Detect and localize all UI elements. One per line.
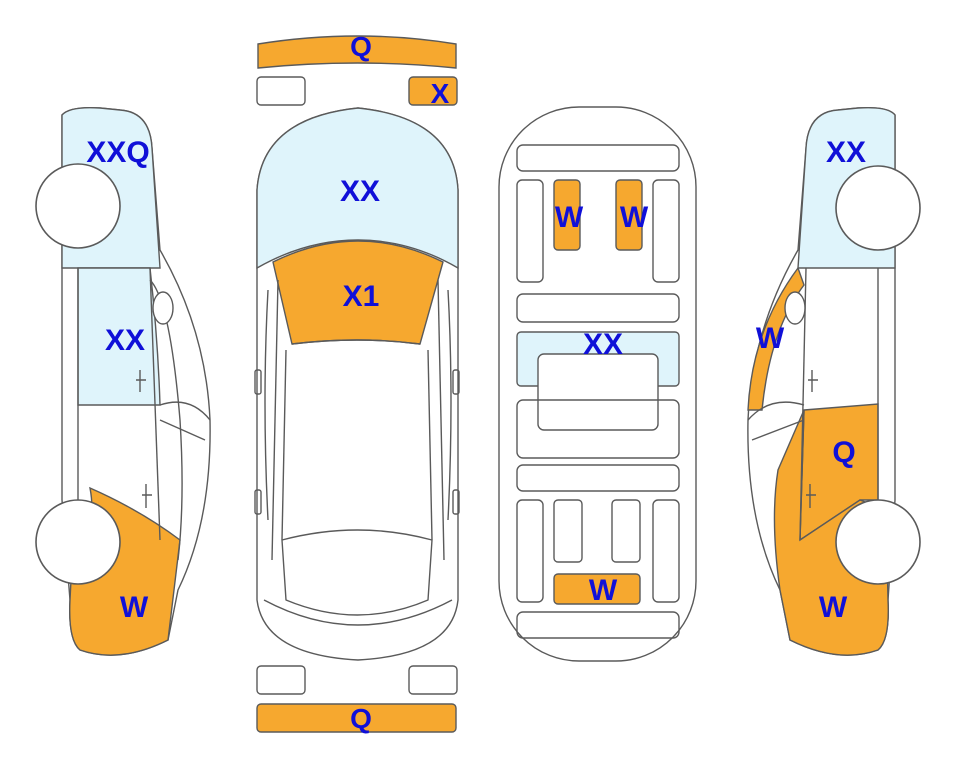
- left-side-view: XXQ XX W: [35, 106, 211, 656]
- label-interior-middle-panel: XX: [583, 328, 623, 361]
- label-roof-front: XX: [340, 175, 380, 208]
- right-front-wheel[interactable]: [835, 165, 921, 251]
- label-left-side-lower-rear: W: [120, 591, 149, 624]
- interior-view: W W XX W: [498, 106, 697, 662]
- left-front-wheel[interactable]: [35, 163, 121, 249]
- label-left-side-front-window: XXQ: [86, 136, 149, 169]
- front-right-seat-panel[interactable]: [615, 179, 643, 251]
- label-rear-bumper: Q: [350, 703, 372, 734]
- rear-bumper-panel[interactable]: [256, 703, 457, 733]
- left-rear-wheel[interactable]: [35, 499, 121, 585]
- label-hood-area: X1: [343, 280, 380, 313]
- left-taillight-panel[interactable]: [408, 665, 458, 695]
- label-right-side-pillar: W: [756, 322, 785, 355]
- top-view: Q X XX X1 Q: [254, 31, 460, 734]
- top-view-hood-panel[interactable]: [256, 107, 459, 270]
- front-bumper-panel[interactable]: [257, 35, 457, 69]
- left-headlight-panel[interactable]: [408, 76, 458, 106]
- label-left-front-light: X: [431, 78, 450, 109]
- front-left-seat-panel[interactable]: [553, 179, 581, 251]
- right-side-view: XX W Q W: [747, 106, 921, 656]
- label-front-bumper: Q: [350, 31, 372, 62]
- right-headlight-panel[interactable]: [256, 76, 306, 106]
- right-side-lower-rear-panel[interactable]: [773, 409, 889, 656]
- label-right-side-lower-rear: W: [819, 591, 848, 624]
- label-interior-rear-panel: W: [589, 574, 618, 607]
- right-taillight-panel[interactable]: [256, 665, 306, 695]
- label-interior-seat-left: W: [555, 201, 584, 234]
- interior-rear-panel[interactable]: [553, 573, 641, 605]
- label-right-side-rear-door: Q: [832, 436, 855, 469]
- label-interior-seat-right: W: [620, 201, 649, 234]
- label-right-side-front-window: XX: [826, 136, 866, 169]
- label-left-side-door-window: XX: [105, 324, 145, 357]
- right-rear-wheel[interactable]: [835, 499, 921, 585]
